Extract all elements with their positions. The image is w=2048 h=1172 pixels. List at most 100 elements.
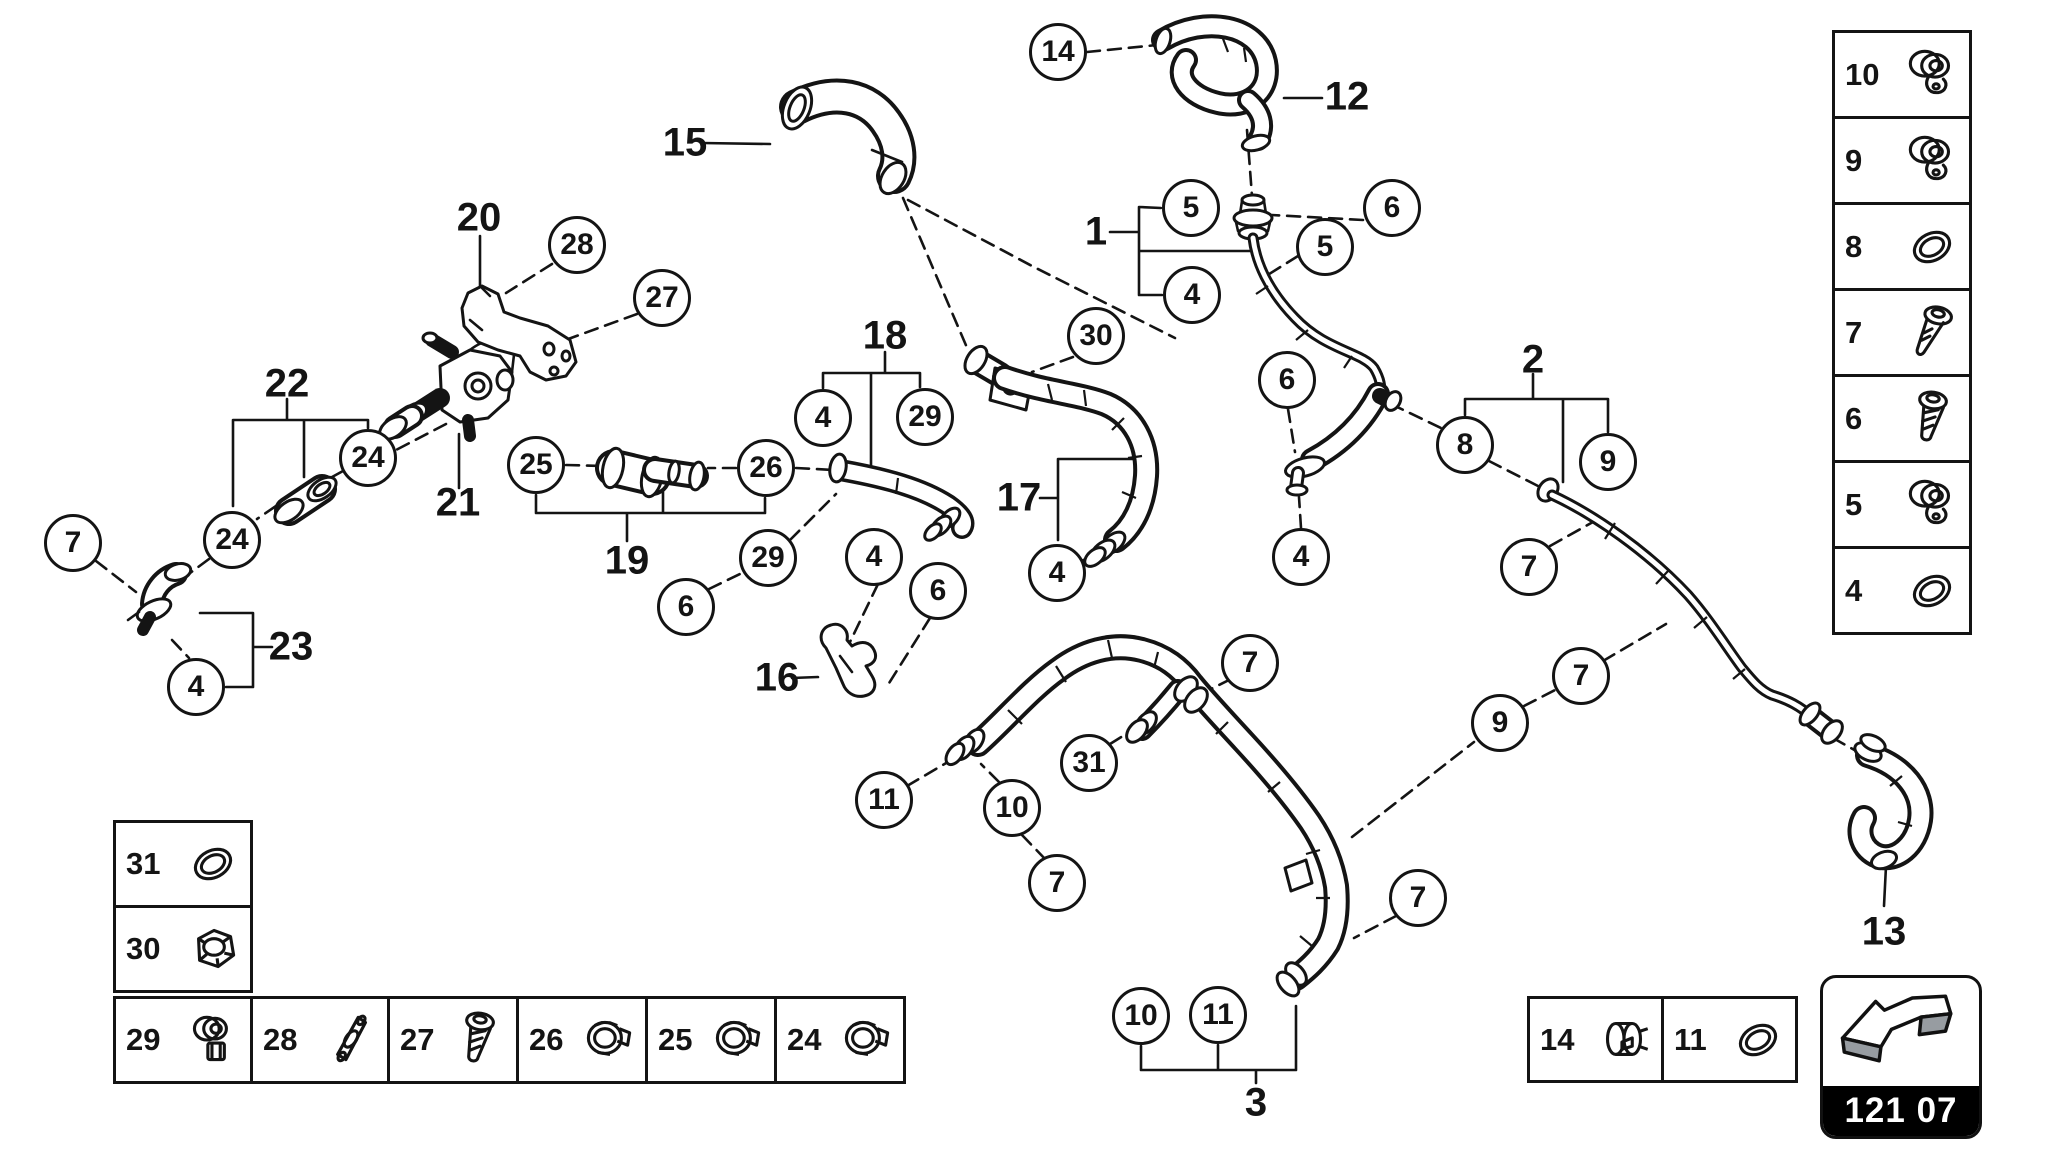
callout-4[interactable]: 4 bbox=[1028, 544, 1086, 602]
legend-item-number: 8 bbox=[1845, 228, 1863, 264]
part-label-23[interactable]: 23 bbox=[268, 624, 314, 669]
page-code-badge[interactable]: 121 07 bbox=[1820, 975, 1982, 1139]
part-label-16[interactable]: 16 bbox=[754, 655, 800, 700]
legend-item-number: 5 bbox=[1845, 486, 1863, 522]
legend-item-28[interactable]: 28 bbox=[250, 996, 390, 1084]
part-label-3[interactable]: 3 bbox=[1244, 1080, 1268, 1125]
callout-9[interactable]: 9 bbox=[1471, 694, 1529, 752]
legend-item-31[interactable]: 31 bbox=[113, 820, 253, 908]
legend-item-number: 29 bbox=[126, 1022, 161, 1057]
part-label-12[interactable]: 12 bbox=[1324, 74, 1370, 119]
hose-18-art bbox=[828, 452, 975, 542]
p-clamp-icon bbox=[1899, 128, 1965, 194]
callout-4[interactable]: 4 bbox=[167, 658, 225, 716]
legend-item-10[interactable]: 10 bbox=[1832, 30, 1972, 119]
legend-item-number: 31 bbox=[126, 846, 161, 881]
legend-item-7[interactable]: 7 bbox=[1832, 288, 1972, 377]
legend-item-number: 9 bbox=[1845, 142, 1863, 178]
legend-item-11[interactable]: 11 bbox=[1661, 996, 1798, 1083]
hose-3-art bbox=[944, 634, 1350, 998]
callout-6[interactable]: 6 bbox=[909, 562, 967, 620]
callout-7[interactable]: 7 bbox=[1389, 869, 1447, 927]
callout-26[interactable]: 26 bbox=[737, 439, 795, 497]
valve-21-art bbox=[378, 331, 517, 442]
legend-item-5[interactable]: 5 bbox=[1832, 460, 1972, 549]
callout-25[interactable]: 25 bbox=[507, 436, 565, 494]
part-label-17[interactable]: 17 bbox=[996, 475, 1042, 520]
callout-8[interactable]: 8 bbox=[1436, 416, 1494, 474]
callout-6[interactable]: 6 bbox=[657, 578, 715, 636]
o-ring-icon bbox=[1725, 1007, 1791, 1073]
worm-clamp-icon bbox=[833, 1007, 899, 1073]
legend-item-9[interactable]: 9 bbox=[1832, 116, 1972, 205]
legend-item-number: 14 bbox=[1540, 1021, 1575, 1057]
legend-item-29[interactable]: 29 bbox=[113, 996, 253, 1084]
callout-28[interactable]: 28 bbox=[548, 216, 606, 274]
o-ring-icon bbox=[1899, 214, 1965, 280]
callout-7[interactable]: 7 bbox=[1552, 647, 1610, 705]
screw-icon bbox=[1899, 300, 1965, 366]
callout-27[interactable]: 27 bbox=[633, 269, 691, 327]
callout-29[interactable]: 29 bbox=[896, 388, 954, 446]
callout-14[interactable]: 14 bbox=[1029, 23, 1087, 81]
callout-24[interactable]: 24 bbox=[203, 511, 261, 569]
part-label-1[interactable]: 1 bbox=[1084, 209, 1108, 254]
callout-5[interactable]: 5 bbox=[1162, 179, 1220, 237]
callout-10[interactable]: 10 bbox=[983, 779, 1041, 837]
callout-10[interactable]: 10 bbox=[1112, 987, 1170, 1045]
part-label-2[interactable]: 2 bbox=[1521, 337, 1545, 382]
legend-item-number: 30 bbox=[126, 931, 161, 966]
elbow-23-art bbox=[126, 562, 193, 636]
callout-7[interactable]: 7 bbox=[1221, 634, 1279, 692]
legend-item-number: 6 bbox=[1845, 400, 1863, 436]
legend-item-27[interactable]: 27 bbox=[387, 996, 519, 1084]
dashed-leader-lines bbox=[94, 43, 1860, 940]
callout-4[interactable]: 4 bbox=[1272, 528, 1330, 586]
legend-item-8[interactable]: 8 bbox=[1832, 202, 1972, 291]
legend-item-24[interactable]: 24 bbox=[774, 996, 906, 1084]
part-label-18[interactable]: 18 bbox=[862, 313, 908, 358]
worm-clamp-icon bbox=[704, 1007, 770, 1073]
callout-5[interactable]: 5 bbox=[1296, 218, 1354, 276]
callout-31[interactable]: 31 bbox=[1060, 734, 1118, 792]
callout-11[interactable]: 11 bbox=[855, 771, 913, 829]
part-label-19[interactable]: 19 bbox=[604, 538, 650, 583]
legend-item-number: 24 bbox=[787, 1022, 822, 1057]
callout-29[interactable]: 29 bbox=[739, 529, 797, 587]
callout-4[interactable]: 4 bbox=[1163, 266, 1221, 324]
breather-elbow-15-art bbox=[779, 78, 917, 196]
callout-6[interactable]: 6 bbox=[1258, 351, 1316, 409]
callout-7[interactable]: 7 bbox=[44, 514, 102, 572]
part-label-15[interactable]: 15 bbox=[662, 120, 708, 165]
part-label-13[interactable]: 13 bbox=[1861, 909, 1907, 954]
hose-17-flange-30-art bbox=[963, 344, 1160, 568]
legend-item-14[interactable]: 14 bbox=[1527, 996, 1664, 1083]
callout-4[interactable]: 4 bbox=[794, 389, 852, 447]
callout-30[interactable]: 30 bbox=[1067, 307, 1125, 365]
legend-item-6[interactable]: 6 bbox=[1832, 374, 1972, 463]
part-label-22[interactable]: 22 bbox=[264, 361, 310, 406]
callout-11[interactable]: 11 bbox=[1189, 986, 1247, 1044]
clip-16-art bbox=[819, 622, 878, 698]
p-clamp-icon bbox=[1899, 42, 1965, 108]
legend-bottom-left-column: 31 30 bbox=[113, 820, 253, 993]
part-label-21[interactable]: 21 bbox=[435, 480, 481, 525]
vent-pipe-1-art bbox=[1232, 193, 1403, 497]
callout-24[interactable]: 24 bbox=[339, 429, 397, 487]
callout-9[interactable]: 9 bbox=[1579, 433, 1637, 491]
callout-7[interactable]: 7 bbox=[1028, 854, 1086, 912]
callout-6[interactable]: 6 bbox=[1363, 179, 1421, 237]
legend-item-number: 4 bbox=[1845, 572, 1863, 608]
bracket-20-art bbox=[460, 284, 578, 382]
legend-item-number: 11 bbox=[1674, 1021, 1707, 1057]
part-label-20[interactable]: 20 bbox=[456, 195, 502, 240]
legend-item-25[interactable]: 25 bbox=[645, 996, 777, 1084]
callout-7[interactable]: 7 bbox=[1500, 538, 1558, 596]
legend-item-30[interactable]: 30 bbox=[113, 905, 253, 993]
legend-item-26[interactable]: 26 bbox=[516, 996, 648, 1084]
valve-19-art bbox=[595, 446, 709, 499]
legend-item-4[interactable]: 4 bbox=[1832, 546, 1972, 635]
callout-4[interactable]: 4 bbox=[845, 528, 903, 586]
hose-12-art bbox=[1151, 14, 1279, 153]
